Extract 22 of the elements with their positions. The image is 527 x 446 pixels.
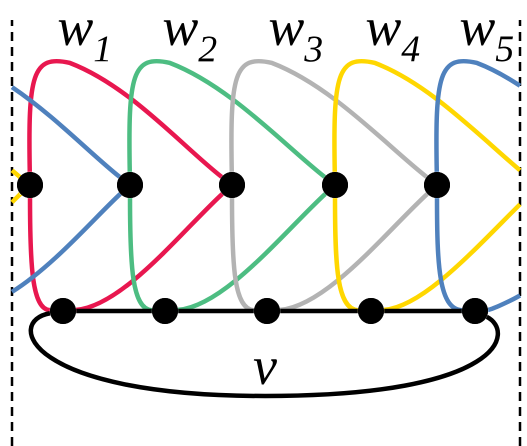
graph-edge — [10, 191, 24, 204]
graph-edge — [27, 59, 224, 179]
math-label: w$_{5}$ — [460, 20, 513, 62]
math-label: w$_{1}$ — [58, 20, 108, 62]
graph-edge — [10, 168, 23, 180]
graph-edge — [229, 59, 428, 179]
graph-edge — [280, 308, 358, 314]
graph-edge — [332, 59, 522, 172]
graph-edge — [434, 59, 522, 172]
graph-edge — [10, 192, 122, 294]
math-label: w$_{2}$ — [164, 20, 216, 62]
math-label: v — [254, 359, 277, 385]
graph-edge — [10, 85, 122, 179]
graph-edge — [29, 311, 500, 398]
graph-edge — [28, 198, 50, 312]
graph-edge — [384, 308, 462, 314]
math-label: w$_{4}$ — [366, 20, 420, 62]
graph-edge — [178, 308, 254, 314]
math-label: w$_{3}$ — [270, 20, 322, 62]
graph-edge — [488, 294, 522, 312]
graph-edge — [127, 59, 326, 179]
graph-edge — [76, 308, 152, 314]
